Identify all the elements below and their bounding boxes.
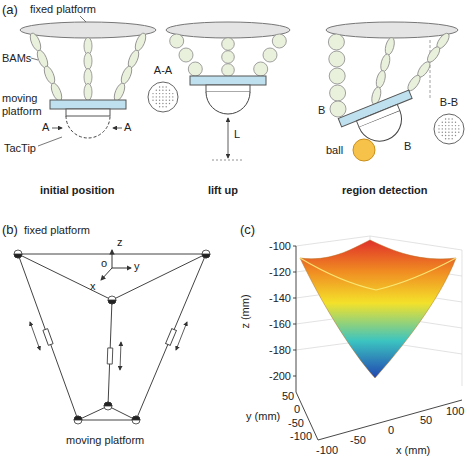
panel-label: (b) (2, 222, 18, 237)
axis-name: z (117, 236, 123, 249)
axis-origin: o (101, 257, 107, 270)
axis-tick: -100 (269, 240, 291, 253)
axis-tick: -140 (269, 292, 291, 305)
part-label: BAMs (2, 52, 31, 65)
section-mark: B (404, 140, 411, 153)
axis-tick: 50 (282, 390, 294, 403)
axis-title: x (mm) (396, 444, 430, 457)
cross-section: B-B (432, 96, 466, 148)
axis-tick: -120 (269, 266, 291, 279)
axis-tick: -100 (316, 444, 338, 457)
cross-section: A-A (146, 64, 180, 116)
section-mark: A (124, 121, 131, 134)
part-label: fixed platform (30, 3, 96, 16)
section-circle (146, 80, 180, 114)
part-label: TacTip (4, 142, 36, 155)
state-caption: initial position (40, 184, 115, 197)
section-title: B-B (432, 96, 466, 109)
dimension-label: L (234, 128, 240, 141)
axis-title: z (mm) (239, 294, 252, 328)
axis-title: y (mm) (246, 410, 280, 423)
part-label: fixed platform (24, 224, 90, 237)
axis-tick: -200 (269, 370, 291, 383)
axis-tick: 50 (420, 414, 432, 427)
panel-label: (c) (240, 222, 255, 237)
axis-tick: -50 (288, 417, 304, 430)
section-circle (432, 112, 466, 146)
part-label: ball (326, 144, 343, 157)
axis-tick: 0 (294, 403, 300, 416)
axis-tick: -160 (269, 318, 291, 331)
axis-name: x (90, 280, 96, 293)
axis-tick: 100 (446, 405, 464, 418)
axis-tick: -50 (350, 434, 366, 447)
state-caption: lift up (208, 184, 238, 197)
axis-name: y (134, 260, 140, 273)
part-label: moving platform (66, 434, 144, 447)
axis-tick: -100 (290, 430, 312, 443)
panel-label: (a) (2, 2, 18, 17)
section-mark: A (42, 121, 49, 134)
section-mark: B (318, 104, 325, 117)
axis-tick: 0 (388, 424, 394, 437)
section-title: A-A (146, 64, 180, 77)
axis-tick: -180 (269, 344, 291, 357)
part-label: moving platform (2, 92, 48, 118)
state-caption: region detection (342, 184, 428, 197)
